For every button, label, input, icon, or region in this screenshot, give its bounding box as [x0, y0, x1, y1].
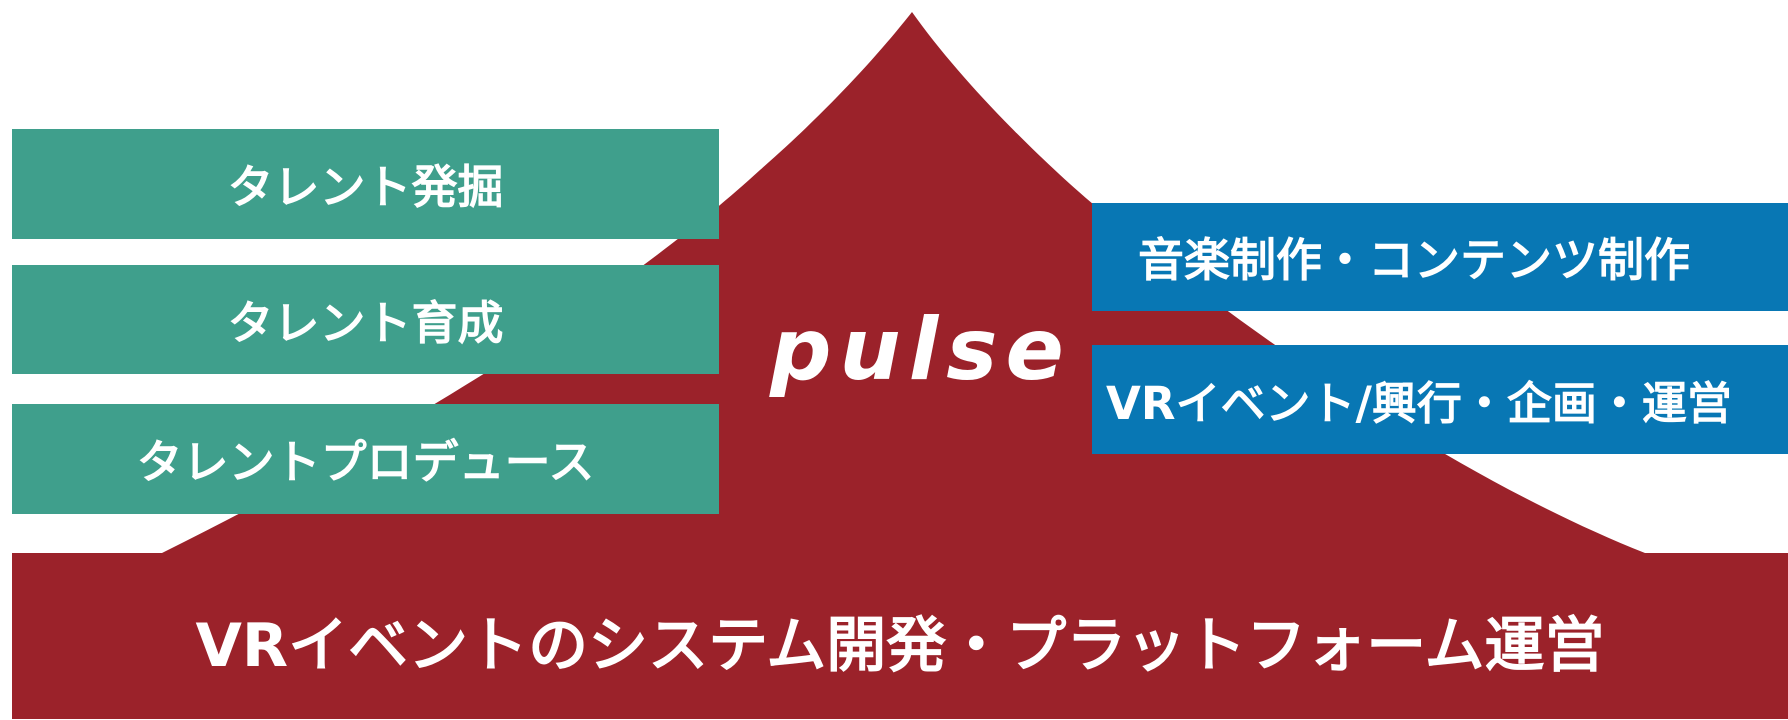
base-label: VRイベントのシステム開発・プラットフォーム運営 — [195, 610, 1605, 681]
talent-produce-box: タレントプロデュース — [12, 404, 719, 514]
mountain-base — [12, 553, 1788, 719]
vr-event-box: VRイベント/興行・企画・運営 — [1092, 345, 1788, 454]
talent-training-box: タレント育成 — [12, 265, 719, 374]
music-content-box: 音楽制作・コンテンツ制作 — [1092, 203, 1788, 311]
talent-discovery-box: タレント発掘 — [12, 129, 719, 239]
brand-pulse: pulse — [770, 300, 1072, 400]
